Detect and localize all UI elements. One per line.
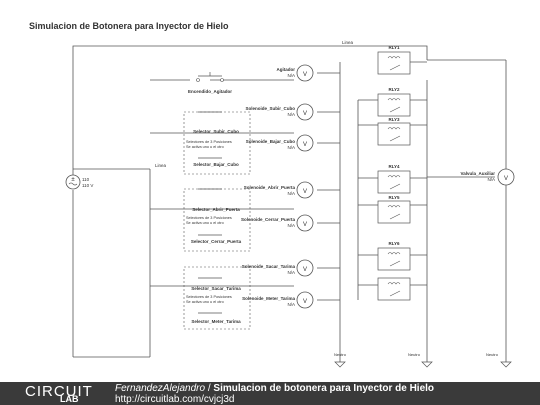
load-abrir-puerta-name: Solenoide_Abrir_Puerta bbox=[244, 185, 296, 190]
selector-subir-cubo-label: Selector_Subir_Cubo bbox=[193, 129, 239, 134]
footer-credit: FernandezAlejandro / Simulacion de boton… bbox=[115, 383, 434, 394]
relay-2-label: RLY2 bbox=[388, 87, 400, 92]
load-bajar-cubo-name: Solenoide_Bajar_Cubo bbox=[246, 139, 296, 144]
relay-3-label: RLY3 bbox=[388, 117, 400, 122]
svg-text:V: V bbox=[303, 222, 307, 228]
ground-1: Neutro bbox=[334, 352, 347, 368]
footer-separator: / bbox=[205, 383, 214, 394]
footer-url[interactable]: http://circuitlab.com/cvjcj3d bbox=[115, 394, 235, 405]
relay-5-label: RLY5 bbox=[388, 195, 400, 200]
selector-note-3-line1: Selectores de 3 Posiciones bbox=[186, 295, 232, 299]
linea-left-label: Linea bbox=[155, 163, 167, 168]
load-solenoide-sacar-tarima: V Solenoide_Sacar_Tarima N/A bbox=[242, 259, 314, 277]
selector-group-cubo: Selector_Subir_Cubo Selectores de 3 Posi… bbox=[183, 111, 251, 175]
footer-project: Simulacion de botonera para Inyector de … bbox=[213, 383, 435, 394]
selector-meter-tarima-label: Selector_Meter_Tarima bbox=[191, 319, 241, 324]
selector-sacar-tarima-label: Selector_Sacar_Tarima bbox=[191, 286, 241, 291]
selector-note-1-line2: Se activa uno u el otro bbox=[186, 145, 224, 149]
relay-3 bbox=[377, 122, 411, 146]
load-bajar-cubo-value: N/A bbox=[287, 145, 295, 150]
load-agitador-value: N/A bbox=[287, 73, 295, 78]
load-solenoide-subir-cubo: V Solenoide_Subir_Cubo N/A bbox=[245, 103, 314, 121]
svg-text:V: V bbox=[504, 176, 508, 182]
load-solenoide-meter-tarima: V Solenoide_Meter_Tarima N/A bbox=[242, 291, 314, 309]
load-subir-cubo-value: N/A bbox=[287, 112, 295, 117]
source-value-label: 110 V bbox=[82, 183, 93, 188]
load-sacar-tarima-name: Solenoide_Sacar_Tarima bbox=[242, 264, 296, 269]
relay-4-label: RLY4 bbox=[388, 164, 400, 169]
load-subir-cubo-name: Solenoide_Subir_Cubo bbox=[245, 106, 295, 111]
svg-text:V: V bbox=[303, 72, 307, 78]
relay-1-label: RLY1 bbox=[388, 45, 400, 50]
encendido-label: Encendido_Agitador bbox=[188, 89, 232, 94]
load-valvula-auxiliar: V Valvula_Auxiliar N/A bbox=[460, 168, 515, 186]
load-valvula-auxiliar-name: Valvula_Auxiliar bbox=[460, 171, 495, 176]
ac-source: ± 110 110 V bbox=[65, 174, 93, 190]
load-meter-tarima-value: N/A bbox=[287, 302, 295, 307]
load-sacar-tarima-value: N/A bbox=[287, 270, 295, 275]
load-meter-tarima-name: Solenoide_Meter_Tarima bbox=[242, 296, 295, 301]
relay-6-label: RLY6 bbox=[388, 241, 400, 246]
selector-note-2-line1: Selectores de 3 Posiciones bbox=[186, 216, 232, 220]
selector-bajar-cubo-label: Selector_Bajar_Cubo bbox=[193, 162, 239, 167]
svg-text:±: ± bbox=[71, 177, 75, 183]
neutro-label-3: Neutro bbox=[486, 352, 499, 357]
relay-4 bbox=[377, 170, 411, 194]
selector-note-2-line2: Se activa uno u el otro bbox=[186, 221, 224, 225]
ground-2: Neutro bbox=[408, 352, 433, 368]
load-valvula-auxiliar-value: N/A bbox=[487, 177, 495, 182]
load-cerrar-puerta-value: N/A bbox=[287, 223, 295, 228]
page-title: Simulacion de Botonera para Inyector de … bbox=[29, 21, 229, 31]
footer-bar: CIRCUIT LAB FernandezAlejandro / Simulac… bbox=[0, 382, 540, 405]
circuitlab-logo-top: CIRCUIT bbox=[25, 383, 93, 400]
relay-6b bbox=[377, 277, 411, 301]
neutro-label-1: Neutro bbox=[334, 352, 347, 357]
load-agitador-name: Agitador bbox=[277, 67, 296, 72]
svg-text:V: V bbox=[303, 267, 307, 273]
load-cerrar-puerta-name: Solenoide_Cerrar_Puerta bbox=[241, 217, 296, 222]
selector-note-1-line1: Selectores de 3 Posiciones bbox=[186, 140, 232, 144]
linea-top-label: Linea bbox=[342, 40, 354, 45]
load-abrir-puerta-value: N/A bbox=[287, 191, 295, 196]
circuitlab-logo-bottom: LAB bbox=[60, 394, 79, 404]
selector-cerrar-puerta-label: Selector_Cerrar_Puerta bbox=[191, 239, 242, 244]
load-solenoide-cerrar-puerta: V Solenoide_Cerrar_Puerta N/A bbox=[241, 214, 314, 232]
footer-author[interactable]: FernandezAlejandro bbox=[115, 383, 206, 394]
relay-6 bbox=[377, 247, 411, 271]
svg-text:V: V bbox=[303, 142, 307, 148]
selector-group-tarima: Selector_Sacar_Tarima Selectores de 3 Po… bbox=[183, 266, 251, 330]
switch-encendido-agitador: Encendido_Agitador bbox=[188, 72, 232, 94]
relay-1 bbox=[377, 51, 411, 75]
source-voltage-label: 110 bbox=[82, 177, 90, 182]
load-agitador: V Agitador N/A bbox=[277, 64, 314, 82]
selector-abrir-puerta-label: Selector_Abrir_Puerta bbox=[192, 207, 240, 212]
schematic: Linea Linea ± 110 110 V Encendido_Agitad… bbox=[65, 40, 515, 368]
svg-text:V: V bbox=[303, 189, 307, 195]
relay-2 bbox=[377, 93, 411, 117]
load-solenoide-bajar-cubo: V Solenoide_Bajar_Cubo N/A bbox=[246, 134, 314, 152]
neutro-label-2: Neutro bbox=[408, 352, 421, 357]
selector-group-puerta: Selector_Abrir_Puerta Selectores de 3 Po… bbox=[183, 188, 251, 252]
ground-3: Neutro bbox=[486, 352, 512, 368]
selector-note-3-line2: Se activa uno u el otro bbox=[186, 300, 224, 304]
load-solenoide-abrir-puerta: V Solenoide_Abrir_Puerta N/A bbox=[244, 181, 314, 199]
svg-text:V: V bbox=[303, 299, 307, 305]
svg-text:V: V bbox=[303, 111, 307, 117]
relay-5 bbox=[377, 200, 411, 224]
